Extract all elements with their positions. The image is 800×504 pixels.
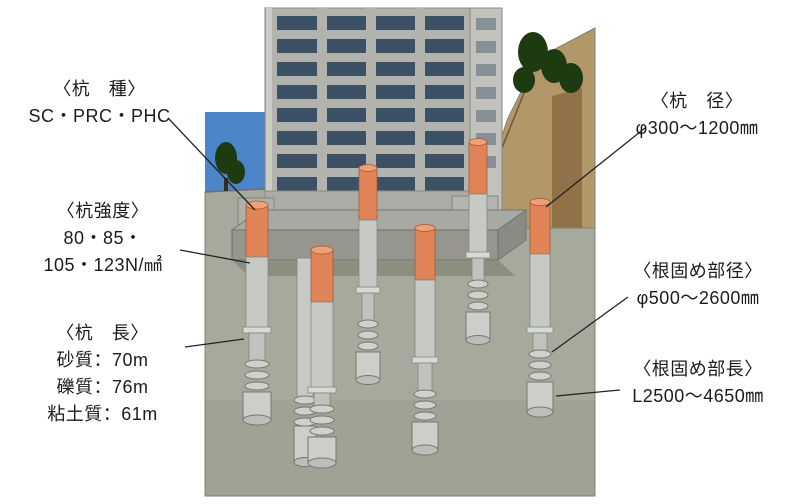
label-pile-diameter: 〈杭 径〉 φ300〜1200㎜ [607,88,787,142]
pile-strength-value-1: 80・85・ [63,228,143,248]
root-diameter-title: 〈根固め部径〉 [633,261,763,281]
label-root-diameter: 〈根固め部径〉 φ500〜2600㎜ [602,258,794,312]
pile-strength-title: 〈杭強度〉 [56,201,150,221]
root-diameter-value: φ500〜2600㎜ [636,288,760,308]
pile-diameter-value: φ300〜1200㎜ [635,118,759,138]
pile-length-gravel: 礫質：76m [56,377,149,397]
building-mullions [317,8,425,198]
pile [307,245,337,469]
pile [526,198,554,418]
leader-pile-diameter [545,127,646,208]
pile-strength-value-2: 105・123N/㎟ [43,255,163,275]
leader-pile-length [184,338,245,348]
label-pile-type: 〈杭 種〉 SC・PRC・PHC [12,76,187,130]
leader-root-diameter [551,296,629,353]
leader-root-length [555,389,621,397]
pile-type-title: 〈杭 種〉 [53,79,146,99]
root-length-value: L2500〜4650㎜ [632,386,764,406]
pile [242,200,272,426]
right-trees-icon [513,32,583,93]
pile-length-sand: 砂質：70m [56,350,149,370]
label-root-length: 〈根固め部長〉 L2500〜4650㎜ [598,356,798,410]
pile [355,164,381,385]
label-pile-length: 〈杭 長〉 砂質：70m 礫質：76m 粘土質：61m [15,320,190,428]
pile [465,138,491,345]
pile-type-value: SC・PRC・PHC [28,106,171,126]
leader-pile-type [167,117,256,211]
pile-length-title: 〈杭 長〉 [56,323,149,343]
pile-diameter-title: 〈杭 径〉 [650,91,744,111]
leader-lines [167,117,646,397]
pile [411,224,439,456]
root-length-title: 〈根固め部長〉 [633,359,763,379]
label-pile-strength: 〈杭強度〉 80・85・ 105・123N/㎟ [18,198,188,279]
pile-length-clay: 粘土質：61m [47,404,158,424]
left-tree-icon [215,142,245,191]
leader-pile-strength [179,249,251,264]
